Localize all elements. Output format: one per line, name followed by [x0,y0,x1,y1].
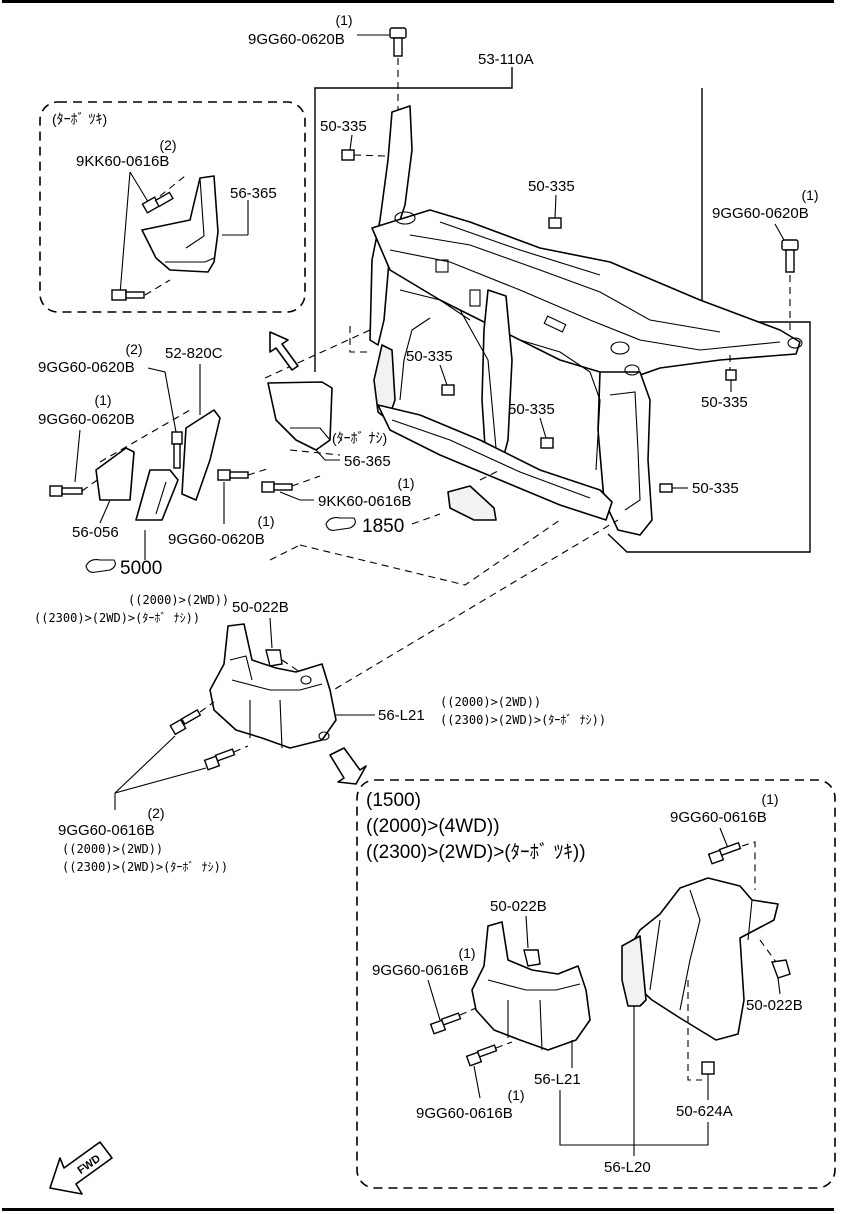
clip-icon [539,417,554,449]
clip-label-f: 50-335 [692,480,739,497]
clip-icon [659,483,688,493]
left-bolt1-label: 9GG60-0620B [38,359,135,376]
ref-5000-label: 5000 [120,558,162,579]
clip-icon [548,194,562,229]
bolt-icon [707,841,742,865]
seal-part [447,485,497,521]
lr-clip-b-label: 50-022B [746,997,803,1014]
b-cond-1: ((2000)>(2WD)) [62,842,163,856]
seal-56-L20 [621,935,647,1007]
turbo-option-box [39,101,306,313]
top-bolt-label: 9GG60-0620B [248,31,345,48]
direction-arrow-icon [329,747,367,785]
bolt-icon [169,708,236,771]
assembly-label: 53-110A [478,51,534,68]
push-clip-icon [771,959,791,979]
lr-top-qty: (1) [761,791,778,807]
duct-cond-1: ((2000)>(2WD)) [440,695,541,709]
turbo-deflector [141,175,219,273]
lr-duct-label: 56-L21 [534,1071,581,1088]
b-bolt-qty: (2) [147,805,164,821]
lr-qty-a: (1) [458,945,475,961]
lr-top-bolt-label: 9GG60-0616B [670,809,767,826]
lr-cond-3: ((2300)>(2WD)>(ﾀｰﾎﾞ ﾂｷ)) [366,841,586,863]
air-duct-56-L21-lower [471,921,591,1051]
right-bolt-label: 9GG60-0620B [712,205,809,222]
latch-label: 52-820C [165,345,223,362]
left-bolt2-qty: (1) [94,392,111,408]
clip-022b-label: 50-022B [232,599,289,616]
push-clip-icon [523,949,541,967]
lr-clip-a-label: 50-022B [490,898,547,915]
b-bolt-label: 9GG60-0616B [58,822,155,839]
bolt-icon [429,1012,498,1067]
right-bolt-qty: (1) [801,187,818,203]
clip-icon [341,134,386,161]
bolt-icon [774,223,799,273]
left-bolt2-label: 9GG60-0620B [38,411,135,428]
mid-cond-2300: ((2300)>(2WD)>(ﾀｰﾎﾞ ﾅｼ)) [34,611,200,625]
kk-bolt-label: 9KK60-0616B [318,493,411,510]
b-cond-2: ((2300)>(2WD)>(ﾀｰﾎﾞ ﾅｼ)) [62,860,228,874]
lower-bolt-label: 9GG60-0620B [168,531,265,548]
air-duct-56-L20 [627,877,779,1041]
bolt-icon [111,191,174,301]
ref-1850-label: 1850 [362,516,404,537]
lower-bolt-qty: (1) [257,513,274,529]
pad-50-624A [701,1061,715,1075]
bottom-rule [2,1208,834,1211]
clip-icon [439,364,455,396]
reference-hand-icon [325,517,356,531]
clip-label-b: 50-335 [528,178,575,195]
lr-cond-1: (1500) [366,790,421,811]
left-bolt1-qty: (2) [125,341,142,357]
radiator-support-assembly [314,67,811,553]
reference-hand-icon [85,559,116,573]
hood-latch [49,409,249,521]
lr-l20-label: 56-L20 [604,1159,651,1176]
bolt-icon [261,481,293,493]
clip-icon [725,369,737,392]
turbo-box-condition: (ﾀｰﾎﾞ ﾂｷ) [52,111,107,127]
top-rule [2,0,834,3]
lr-bolt-b-label: 9GG60-0616B [416,1105,513,1122]
duct-cond-2: ((2300)>(2WD)>(ﾀｰﾎﾞ ﾅｼ)) [440,713,606,727]
bolt-icon [357,27,407,57]
mid-cond-2000: ((2000)>(2WD)) [128,593,229,607]
direction-arrow-icon [269,331,299,371]
push-clip-icon [265,649,301,673]
assembly-leader [314,67,513,345]
turbo-box-bolt-label: 9KK60-0616B [76,153,169,170]
turbo-box-part-label: 56-365 [230,185,277,202]
clip-label-c: 50-335 [406,348,453,365]
kk-bolt-qty: (1) [397,475,414,491]
deflector-label: 56-365 [344,453,391,470]
clip-label-e: 50-335 [701,394,748,411]
turbo-box-qty: (2) [159,137,176,153]
top-bolt-qty: (1) [335,12,352,28]
air-duct-56-L21 [209,623,337,749]
lr-624-label: 50-624A [676,1103,733,1120]
duct-label: 56-L21 [378,707,425,724]
deflector-56-365 [267,381,333,451]
lr-cond-2: ((2000)>(4WD)) [366,816,500,837]
lr-bolt-a-label: 9GG60-0616B [372,962,469,979]
clip-label-d: 50-335 [508,401,555,418]
deflector-condition: (ﾀｰﾎﾞ ﾅｼ) [332,430,387,446]
clip-label-a: 50-335 [320,118,367,135]
lr-qty-b: (1) [507,1087,524,1103]
fwd-arrow-icon: FWD [49,1141,113,1195]
bracket-056-label: 56-056 [72,524,119,541]
